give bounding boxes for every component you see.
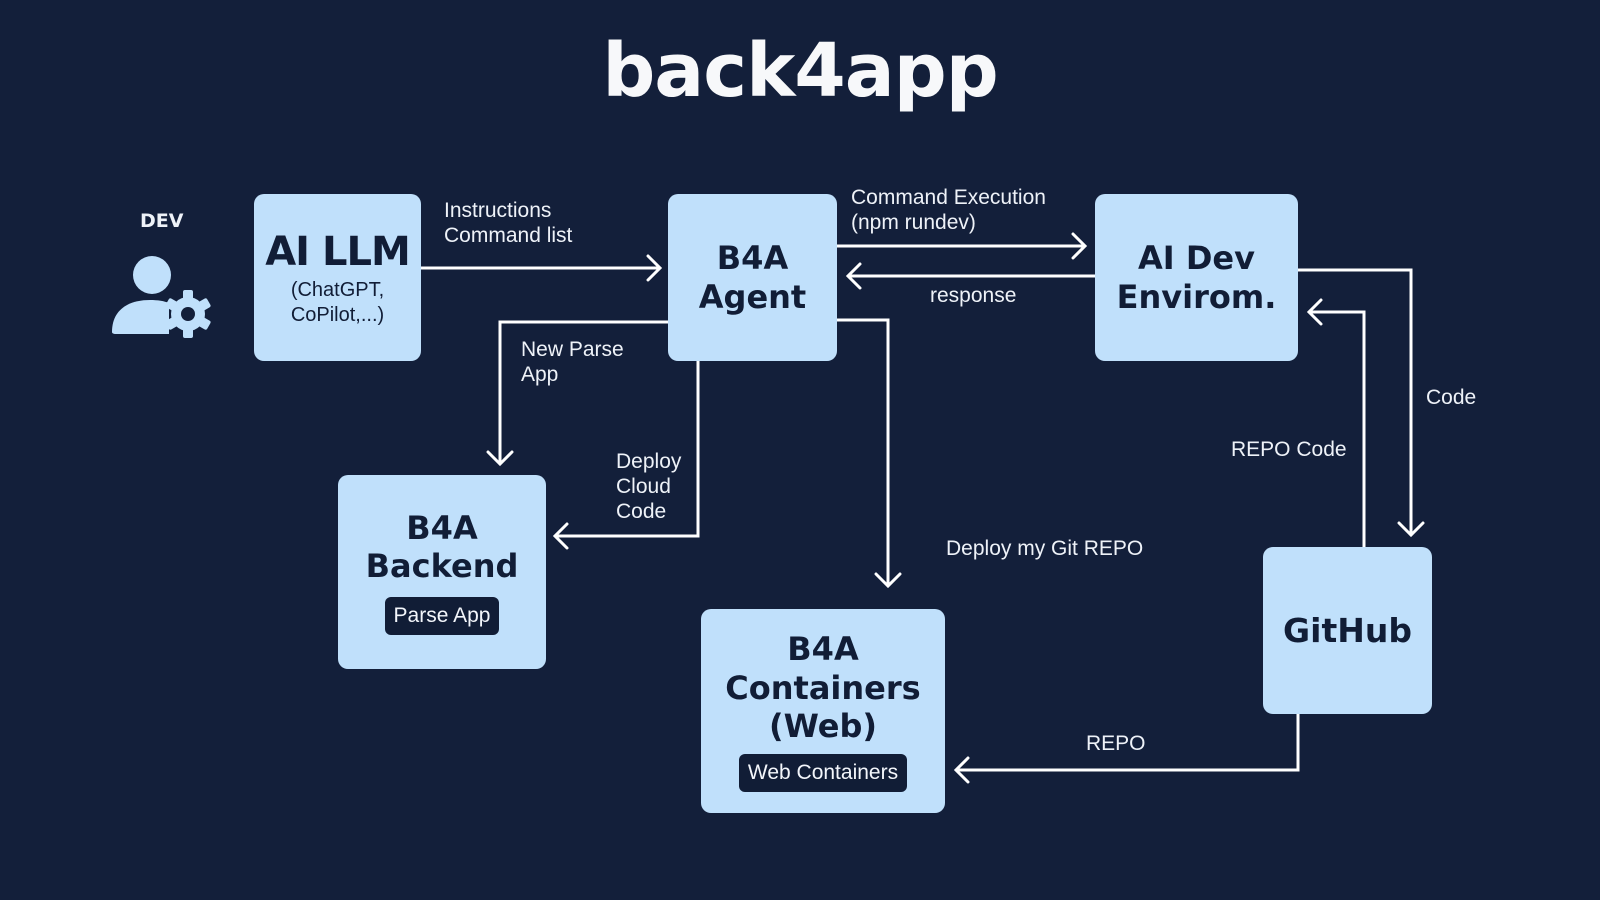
edge-agent-to-backend-deploy bbox=[555, 359, 700, 538]
arrowhead-devenv-to-github bbox=[1397, 521, 1425, 538]
edge-label-instructions: Instructions Command list bbox=[444, 199, 573, 247]
node-ai-llm-subtitle-2: CoPilot,...) bbox=[290, 303, 385, 326]
edge-github-to-devenv bbox=[1309, 310, 1366, 549]
edge-devenv-to-github bbox=[1296, 268, 1413, 536]
node-b4a-agent: B4A Agent bbox=[668, 194, 837, 361]
node-containers-title-1: B4A bbox=[787, 630, 859, 669]
arrowhead-agent-to-backend-new bbox=[486, 450, 514, 467]
page-title: back4app bbox=[602, 28, 998, 114]
edge-label-repo-code: REPO Code bbox=[1231, 438, 1347, 461]
arrowhead-github-to-containers bbox=[953, 756, 970, 784]
arrowhead-github-to-devenv bbox=[1306, 298, 1323, 326]
arrowhead-agent-to-backend-deploy bbox=[552, 522, 569, 550]
node-agent-title-1: B4A bbox=[716, 239, 789, 278]
node-ai-llm-title: AI LLM bbox=[265, 228, 411, 275]
edge-label-command-execution: Command Execution (npm rundev) bbox=[851, 186, 1046, 234]
arrowhead-devenv-to-agent bbox=[845, 262, 862, 290]
node-ai-llm-subtitle-1: (ChatGPT, bbox=[290, 278, 385, 301]
node-containers-title-2: Containers bbox=[725, 668, 921, 707]
node-backend-badge: Parse App bbox=[384, 597, 500, 636]
node-containers-title-3: (Web) bbox=[768, 707, 877, 746]
edge-label-new-parse-app: New Parse App bbox=[521, 338, 624, 386]
edge-label-code: Code bbox=[1426, 386, 1477, 409]
node-ai-llm: AI LLM (ChatGPT, CoPilot,...) bbox=[254, 194, 421, 361]
node-agent-title-2: Agent bbox=[698, 277, 807, 316]
node-devenv-title-1: AI Dev bbox=[1138, 239, 1255, 278]
edge-label-deploy-git-repo: Deploy my Git REPO bbox=[946, 537, 1144, 560]
edge-label-response: response bbox=[930, 284, 1017, 307]
node-containers-badge: Web Containers bbox=[738, 753, 908, 792]
arrowhead-agent-to-containers bbox=[874, 572, 902, 589]
edge-agent-to-containers bbox=[835, 318, 890, 587]
node-ai-dev-env: AI Dev Envirom. bbox=[1095, 194, 1298, 361]
arrowhead-llm-to-agent bbox=[646, 254, 663, 282]
node-devenv-title-2: Envirom. bbox=[1116, 277, 1277, 316]
node-b4a-backend: B4A Backend Parse App bbox=[338, 475, 546, 669]
node-backend-title-1: B4A bbox=[406, 508, 478, 547]
dev-label: DEV bbox=[140, 210, 184, 232]
node-b4a-containers: B4A Containers (Web) Web Containers bbox=[701, 609, 945, 813]
node-backend-title-2: Backend bbox=[365, 547, 519, 585]
arrowhead-agent-to-devenv bbox=[1071, 232, 1088, 260]
edge-agent-to-backend-new bbox=[498, 320, 670, 465]
node-github-title: GitHub bbox=[1283, 610, 1412, 650]
edge-label-repo: REPO bbox=[1086, 732, 1146, 755]
node-github: GitHub bbox=[1263, 547, 1432, 714]
user-gear-icon bbox=[112, 256, 211, 338]
edge-github-to-containers bbox=[956, 712, 1300, 772]
edge-label-deploy-cloud-code: Deploy Cloud Code bbox=[616, 450, 682, 523]
